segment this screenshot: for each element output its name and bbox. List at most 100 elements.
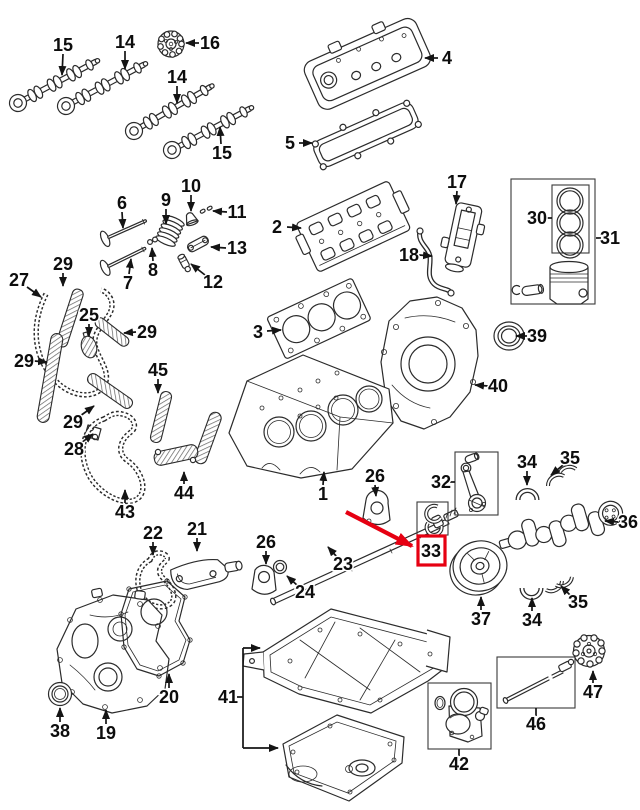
crankshaft-illustration [498, 500, 624, 550]
front-seal-illustration [47, 681, 73, 707]
part-callout-29: 29 [53, 254, 73, 274]
leader-arrow [452, 190, 461, 205]
balance-chain-illustration [80, 410, 146, 505]
leader-arrow [319, 471, 328, 486]
leader-arrow [560, 585, 572, 597]
valve-keepers-illustration [199, 205, 213, 214]
chain-guide-illustration [149, 390, 173, 444]
rocker-arm-illustration [186, 235, 210, 253]
valve-seal-illustration [147, 236, 159, 246]
throttle-body-kit-illustration [427, 682, 492, 750]
part-callout-15: 15 [53, 35, 73, 55]
cover-gasket-illustration [118, 578, 193, 679]
leader-arrow [474, 381, 489, 390]
part-callout-20: 20 [159, 687, 179, 707]
leader-arrow [286, 575, 299, 587]
part-callout-35: 35 [568, 592, 588, 612]
part-callout-25: 25 [79, 305, 99, 325]
part-callout-15: 15 [212, 143, 232, 163]
part-callout-10: 10 [181, 176, 201, 196]
leader-arrow [190, 263, 206, 276]
chain-guide-illustration [86, 372, 134, 410]
part-callout-11: 11 [227, 202, 246, 222]
part-callout-12: 12 [203, 272, 223, 292]
leader-arrow [33, 357, 48, 366]
thrust-washer-illustration [545, 464, 578, 487]
part-callout-29: 29 [14, 351, 34, 371]
highlighted-part-box[interactable] [416, 534, 447, 567]
main-bearing-illustration [515, 488, 540, 501]
part-callout-36: 36 [618, 512, 638, 532]
part-callout-27: 27 [9, 270, 29, 290]
part-callout-19: 19 [96, 723, 116, 743]
leader-arrow [80, 433, 94, 444]
tensioner-arm-illustration [170, 558, 243, 591]
valve-cover-illustration [303, 17, 432, 110]
part-callout-34: 34 [522, 610, 542, 630]
part-callout-46: 46 [526, 714, 546, 734]
leader-arrow [418, 251, 433, 260]
cylinder-head-illustration [295, 181, 411, 272]
crank-seal-illustration [493, 321, 525, 351]
part-callout-44: 44 [174, 483, 194, 503]
part-callout-1: 1 [318, 484, 328, 504]
chain-guide-illustration [94, 317, 130, 347]
part-callout-7: 7 [123, 273, 133, 293]
leader-arrow [550, 464, 564, 476]
leader-arrow [58, 53, 67, 76]
part-callout-28: 28 [64, 439, 84, 459]
chain-case-bracket-illustration [440, 202, 486, 273]
piston-kit-illustration [510, 178, 596, 305]
part-callout-21: 21 [187, 519, 207, 539]
case-gasket-illustration [416, 227, 455, 297]
cam-sprocket-illustration [157, 30, 185, 58]
part-callout-22: 22 [143, 523, 163, 543]
part-callout-18: 18 [399, 245, 419, 265]
part-callout-16: 16 [200, 33, 220, 53]
connecting-rod-kit-illustration [454, 451, 499, 516]
shaft-retainer-illustration [251, 564, 277, 595]
part-callout-6: 6 [117, 193, 127, 213]
valve-spring-illustration [155, 215, 185, 247]
chain-guide-illustration [36, 333, 64, 423]
leader-arrow [123, 328, 137, 337]
leader-arrow [604, 517, 619, 526]
leader-arrow [216, 126, 225, 145]
highlighted-part-callout-33[interactable]: 33 [419, 540, 442, 563]
valve-cover-gasket-illustration [311, 99, 422, 171]
part-callout-9: 9 [161, 190, 171, 210]
leader-arrow [210, 243, 227, 252]
lash-adjuster-illustration [177, 253, 191, 273]
part-callout-4: 4 [442, 48, 452, 68]
part-callout-8: 8 [148, 260, 158, 280]
part-callout-3: 3 [253, 322, 263, 342]
part-callout-41: 41 [218, 687, 238, 707]
leader-arrow [148, 247, 157, 262]
part-callout-2: 2 [272, 217, 282, 237]
shaft-bearing-illustration [272, 559, 288, 575]
part-callout-32: 32 [431, 472, 451, 492]
head-gasket-illustration [266, 278, 371, 359]
crank-pulley-illustration [449, 540, 508, 596]
leader-arrow [79, 405, 95, 417]
part-callout-37: 37 [471, 609, 491, 629]
leader-arrow [286, 223, 302, 232]
part-callout-34: 34 [517, 452, 537, 472]
chain-guide-assembly-illustration [153, 411, 222, 466]
leader-arrow [118, 211, 127, 229]
part-callout-26: 26 [365, 466, 385, 486]
leader-arrow [327, 546, 338, 558]
part-callout-38: 38 [50, 721, 70, 741]
leader-arrow [371, 484, 380, 497]
leader-arrow [125, 258, 134, 275]
spring-retainer-illustration [185, 212, 199, 227]
leader-arrow [212, 207, 228, 216]
engine-block-illustration [228, 354, 394, 479]
part-callout-30: 30 [527, 208, 547, 228]
part-callout-29: 29 [63, 412, 83, 432]
part-callout-40: 40 [488, 376, 508, 396]
upper-oil-pan-illustration [242, 608, 451, 714]
